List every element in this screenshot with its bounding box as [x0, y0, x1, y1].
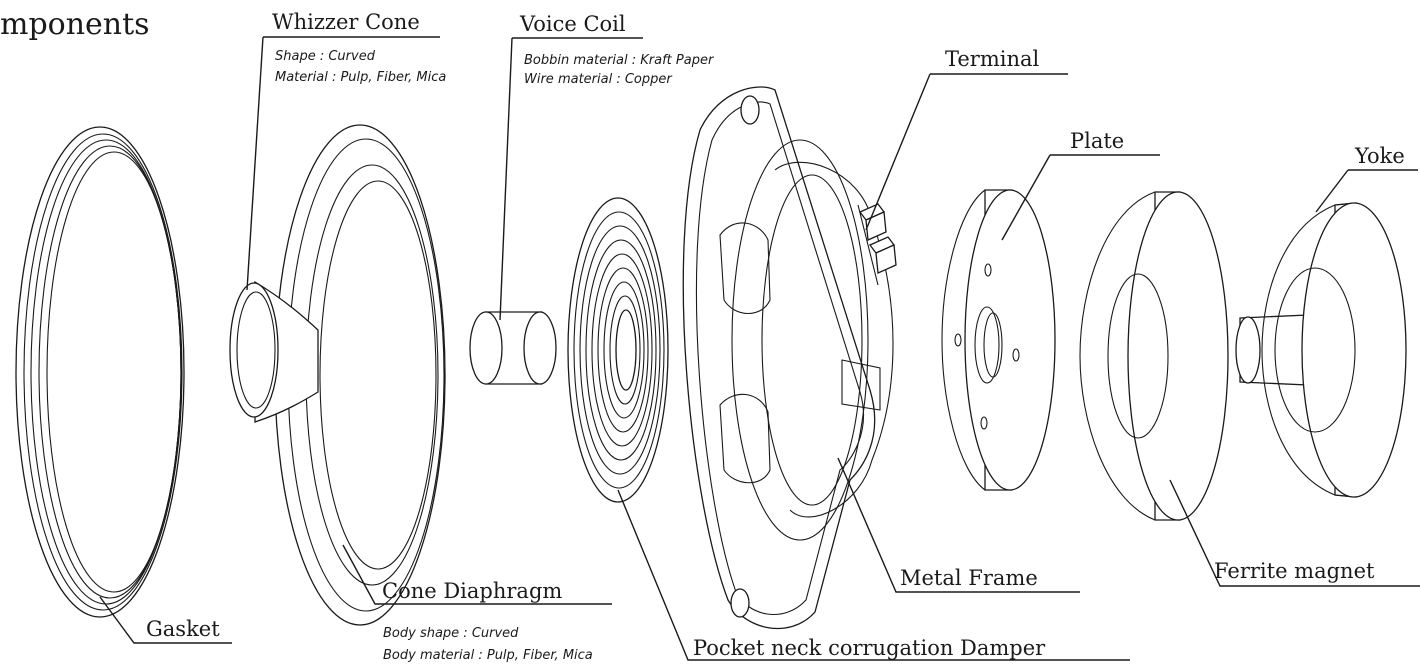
damper-part	[567, 197, 669, 503]
label-damper: Pocket neck corrugation Damper	[693, 636, 1046, 660]
metal-frame-part	[682, 86, 897, 629]
gasket-part	[15, 126, 185, 618]
note-whizzer-shape: Shape : Curved	[275, 49, 376, 64]
label-metal-frame: Metal Frame	[900, 566, 1038, 590]
label-cone-diaphragm: Cone Diaphragm	[382, 579, 562, 603]
note-cone-material: Body material : Pulp, Fiber, Mica	[383, 648, 593, 663]
note-whizzer-material: Material : Pulp, Fiber, Mica	[275, 70, 446, 85]
whizzer-cone-part	[229, 280, 319, 423]
label-whizzer-cone: Whizzer Cone	[272, 10, 420, 34]
diagram-title: mponents	[0, 7, 150, 42]
label-ferrite-magnet: Ferrite magnet	[1214, 559, 1375, 583]
label-yoke: Yoke	[1354, 144, 1405, 168]
label-terminal: Terminal	[945, 47, 1040, 71]
note-cone-shape: Body shape : Curved	[383, 626, 519, 641]
leader-lines	[99, 36, 1420, 661]
yoke-part	[1235, 202, 1407, 498]
plate-part	[941, 189, 1056, 491]
label-plate: Plate	[1070, 129, 1124, 153]
label-voice-coil: Voice Coil	[519, 12, 626, 36]
note-coil-wire: Wire material : Copper	[524, 72, 673, 87]
ferrite-magnet-part	[1079, 191, 1229, 521]
note-coil-bobbin: Bobbin material : Kraft Paper	[524, 53, 715, 68]
label-gasket: Gasket	[146, 617, 220, 641]
voice-coil-part	[469, 311, 557, 385]
